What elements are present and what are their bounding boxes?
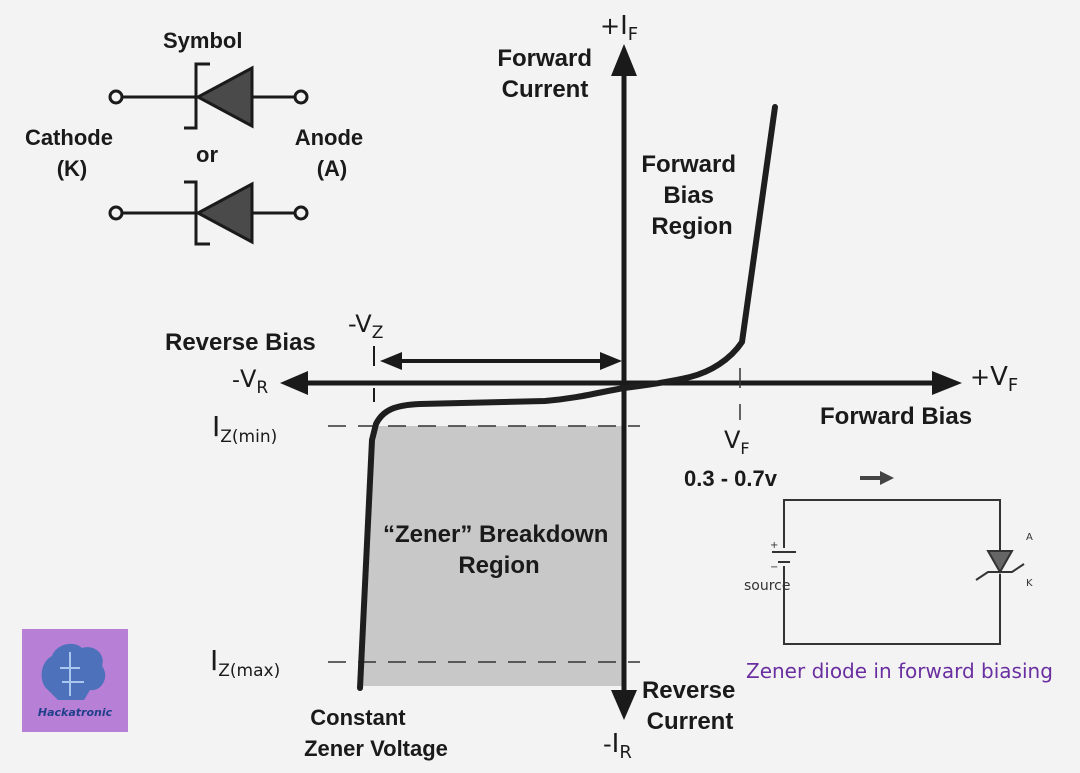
y-plus-label: +IF [600, 11, 638, 45]
forward-bias-region-label: Forward Bias Region [641, 151, 742, 240]
direction-arrow-head [880, 471, 894, 485]
logo-text: Hackatronic [38, 706, 113, 719]
forward-bias-label: Forward Bias [820, 403, 972, 430]
x-plus-label: +VF [970, 362, 1018, 396]
vf-range-label: 0.3 - 0.7v [684, 466, 778, 491]
zener-characteristic-curve [357, 104, 778, 691]
circuit-caption: Zener diode in forward biasing [746, 659, 1053, 683]
iz-max-label: IZ(max) [210, 644, 280, 681]
constant-zener-voltage-label: Constant Zener Voltage [304, 705, 448, 761]
zener-symbol-2 [108, 180, 309, 246]
symbol-or: or [196, 142, 218, 167]
source-label: source [744, 578, 791, 594]
iz-min-label: IZ(min) [212, 410, 277, 447]
vf-label: VF [724, 426, 750, 458]
vz-span-arrow [373, 346, 622, 402]
forward-bias-circuit [772, 499, 1025, 645]
zener-breakdown-shading [360, 426, 622, 686]
y-minus-label: -IR [603, 729, 632, 763]
zener-breakdown-label: “Zener” Breakdown Region [383, 521, 615, 579]
anode-label: Anode (A) [295, 125, 370, 181]
battery-minus: − [770, 562, 778, 573]
battery-plus: + [770, 540, 778, 551]
anode-letter: A [1026, 532, 1033, 543]
symbol-title: Symbol [163, 28, 242, 53]
brain-icon [41, 643, 106, 700]
cathode-label: Cathode (K) [25, 125, 119, 181]
reverse-bias-label: Reverse Bias [165, 329, 316, 356]
hackatronic-logo: Hackatronic [22, 629, 128, 732]
cathode-letter: K [1026, 578, 1033, 589]
reverse-current-label: Reverse Current [642, 677, 742, 735]
vz-label: -VZ [348, 310, 383, 343]
zener-symbol-1 [108, 62, 309, 130]
x-axis [280, 371, 962, 395]
x-minus-label: -VR [232, 365, 268, 398]
forward-current-label: Forward Current [497, 45, 598, 103]
